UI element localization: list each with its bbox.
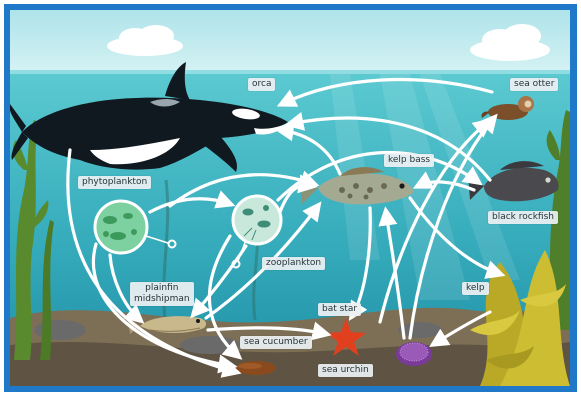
label-zooplankton: zooplankton (262, 257, 325, 270)
label-bat-star: bat star (318, 303, 361, 316)
water-surface (10, 70, 570, 74)
label-plainfin-line2: midshipman (134, 294, 190, 304)
label-phytoplankton: phytoplankton (78, 176, 151, 189)
label-plainfin-line1: plainfin (145, 283, 178, 293)
sea-cucumber (236, 361, 276, 375)
label-plainfin-midshipman: plainfin midshipman (130, 282, 194, 306)
label-black-rockfish: black rockfish (488, 211, 558, 224)
label-kelp-bass: kelp bass (384, 154, 434, 167)
label-orca: orca (248, 78, 275, 91)
label-sea-otter: sea otter (510, 78, 558, 91)
label-sea-cucumber: sea cucumber (240, 336, 312, 349)
label-kelp: kelp (462, 282, 489, 295)
sea-urchin (396, 342, 432, 366)
label-sea-urchin: sea urchin (318, 364, 373, 377)
